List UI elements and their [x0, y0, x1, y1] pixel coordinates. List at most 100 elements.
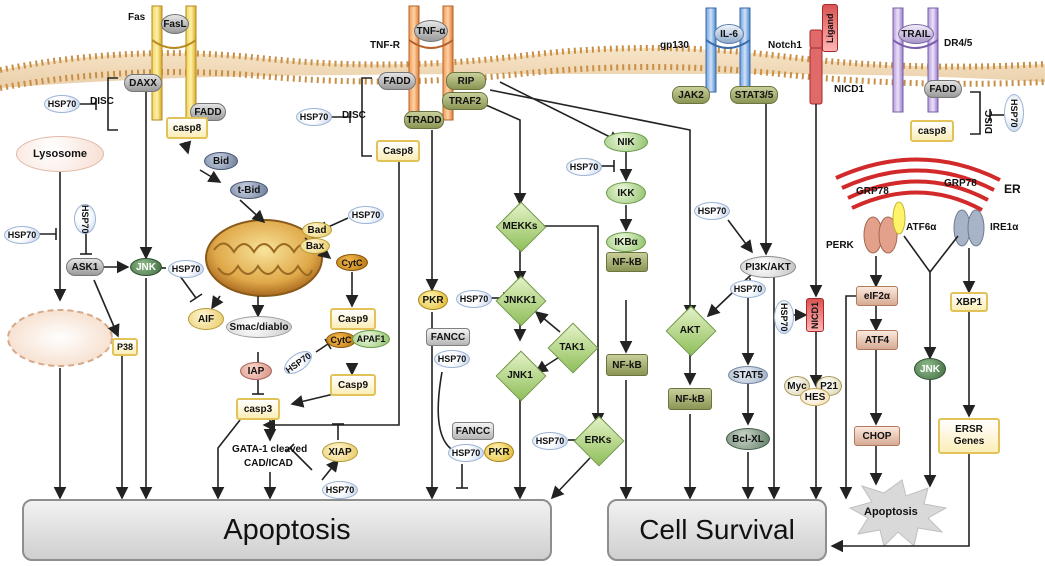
- grp78-label-b: GRP78: [944, 178, 977, 189]
- arrow-connectors: [53, 81, 976, 553]
- grp78-label-a: GRP78: [856, 186, 889, 197]
- hsp70-akt: HSP70: [730, 280, 766, 298]
- notch-ligand: Ligand: [822, 4, 838, 52]
- hsp70-bad: HSP70: [348, 206, 384, 224]
- hsp70-fancc-2: HSP70: [448, 444, 484, 462]
- notch1-label: Notch1: [768, 40, 802, 51]
- xbp1-node: XBP1: [950, 292, 988, 312]
- lysosome-node: Lysosome: [16, 136, 104, 172]
- atf6-receptor: [892, 201, 906, 235]
- smac-node: Smac/diablo: [226, 316, 292, 338]
- stat5-node: STAT5: [728, 366, 768, 384]
- trail-ligand: TRAIL: [898, 24, 934, 44]
- tnfr-label: TNF-R: [370, 40, 400, 51]
- hsp70-xiap: HSP70: [322, 481, 358, 499]
- bclxl-node: Bcl-XL: [726, 428, 770, 450]
- iap-node: IAP: [240, 362, 272, 380]
- stat35-node: STAT3/5: [730, 86, 778, 104]
- chop-node: CHOP: [854, 426, 900, 446]
- disc-label-fas: DISC: [90, 96, 114, 107]
- hsp70-disc-fas: HSP70: [44, 95, 80, 113]
- ersr-genes-node: ERSR Genes: [938, 418, 1000, 454]
- bad-node: Bad: [302, 222, 332, 238]
- pkr-node: PKR: [418, 290, 448, 310]
- ire1-label: IRE1α: [990, 222, 1019, 233]
- pkr-node-2: PKR: [484, 442, 514, 462]
- casp3-node: casp3: [236, 398, 280, 420]
- akt-label: AKT: [679, 324, 701, 336]
- cell-membrane: [0, 45, 1045, 91]
- cad-label: CAD/ICAD: [244, 458, 293, 469]
- rip-node: RIP: [446, 72, 486, 90]
- p38-node: P38: [112, 338, 138, 356]
- nicd1-node: NICD1: [806, 298, 824, 332]
- hsp70-pi3k: HSP70: [694, 202, 730, 220]
- traf2-node: TRAF2: [442, 92, 488, 110]
- tak1-label: TAK1: [559, 341, 585, 353]
- tbid-node: t-Bid: [230, 181, 268, 199]
- gp130-receptor: [705, 7, 751, 93]
- xiap-node: XIAP: [322, 442, 358, 462]
- tradd-node: TRADD: [404, 111, 444, 129]
- hsp70-jnkk1: HSP70: [456, 290, 492, 308]
- fadd-node-tnf: FADD: [378, 72, 416, 90]
- dr45-label: DR4/5: [944, 38, 973, 49]
- hsp70-nik: HSP70: [566, 158, 602, 176]
- apaf1-node: APAF1: [352, 330, 390, 348]
- daxx-node: DAXX: [124, 74, 162, 92]
- hsp70-ask1: HSP70: [74, 204, 96, 234]
- bax-node: Bax: [300, 238, 330, 254]
- gata-label: GATA-1 cleaved: [232, 444, 308, 455]
- ask1-node: ASK1: [66, 258, 104, 276]
- jnk-node-er: JNK: [914, 358, 946, 380]
- disc-label-tnf: DISC: [342, 110, 366, 121]
- hsp70-disc-trail: HSP70: [1004, 94, 1024, 132]
- atf6-label: ATF6α: [906, 222, 937, 233]
- notch1-receptor: [809, 29, 823, 105]
- ikk-node: IKK: [606, 182, 646, 204]
- il6-ligand: IL-6: [714, 24, 744, 44]
- er-label: ER: [1004, 182, 1021, 196]
- casp8-node-tnf: Casp8: [376, 140, 420, 162]
- fancc-node: FANCC: [426, 328, 470, 346]
- nfkb-node-2: NF-kB: [606, 354, 648, 376]
- erks-label: ERKs: [584, 434, 612, 446]
- cytc-node: CytC: [336, 254, 368, 271]
- casp9-node-a: Casp9: [330, 308, 376, 330]
- fancc-node-2: FANCC: [452, 422, 494, 440]
- hsp70-jnk: HSP70: [168, 260, 204, 278]
- jnkk1-label: JNKK1: [503, 294, 537, 306]
- nfkb-node-3: NF-kB: [668, 388, 712, 410]
- tnfa-ligand: TNF-α: [414, 20, 448, 42]
- casp9-node-b: Casp9: [330, 374, 376, 396]
- casp8-node-trail: casp8: [910, 120, 954, 142]
- lysosome-leaky: [7, 309, 113, 367]
- atf4-node: ATF4: [856, 330, 898, 350]
- apoptosis-er-label: Apoptosis: [864, 506, 918, 518]
- nicd1-label: NICD1: [834, 84, 865, 95]
- hsp70-lysosome: HSP70: [4, 226, 40, 244]
- hes-node: HES: [800, 388, 830, 406]
- gp130-label: gp130: [660, 40, 689, 51]
- fadd-node-fas: FADD: [190, 103, 226, 121]
- hsp70-erks: HSP70: [532, 432, 568, 450]
- perk-label: PERK: [826, 240, 854, 251]
- er-membrane: [835, 157, 1001, 212]
- pi3k-node: PI3K/AKT: [740, 256, 796, 278]
- aif-node: AIF: [188, 308, 224, 330]
- fas-label: Fas: [128, 12, 146, 23]
- cell-survival-outcome: Cell Survival: [607, 499, 827, 561]
- eif2a-node: eIF2α: [856, 286, 898, 306]
- mekks-label: MEKKs: [502, 220, 538, 232]
- casp8-node-fas: casp8: [166, 117, 208, 139]
- jnk1-label: JNK1: [507, 369, 533, 381]
- fadd-node-trail: FADD: [924, 80, 962, 98]
- fasl-ligand: FasL: [161, 14, 189, 34]
- hsp70-nicd1: HSP70: [774, 300, 794, 334]
- nik-node: NIK: [604, 132, 648, 152]
- apoptosis-outcome: Apoptosis: [22, 499, 552, 561]
- hsp70-disc-tnf: HSP70: [296, 108, 332, 126]
- disc-label-trail: DISC: [984, 110, 995, 134]
- bid-node: Bid: [204, 152, 238, 170]
